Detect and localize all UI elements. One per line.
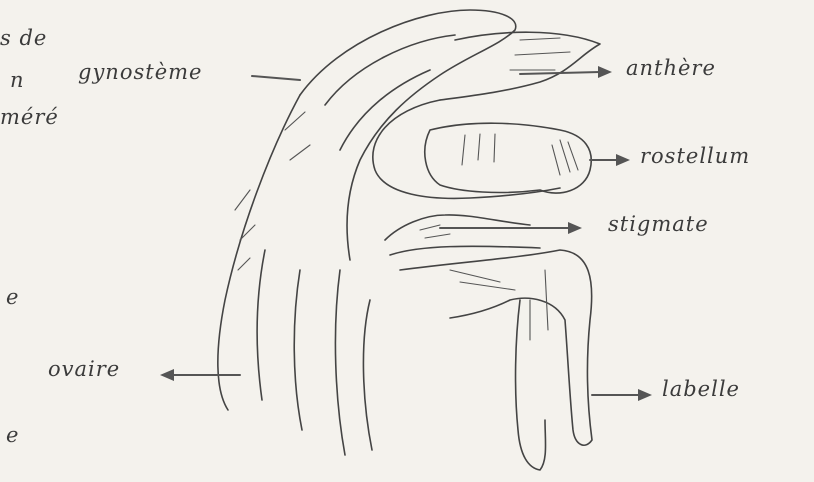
labellum-shape xyxy=(400,250,592,445)
label-gynostem: gynostème xyxy=(78,60,202,84)
rostellum-arrowhead xyxy=(616,154,630,166)
ovary-hatching xyxy=(235,112,310,270)
label-anther: anthère xyxy=(626,56,716,80)
stigma-arrowhead xyxy=(568,222,582,234)
gynostem-leader xyxy=(252,76,300,80)
fragment-line-3: méré xyxy=(0,105,59,129)
label-rostellum: rostellum xyxy=(640,144,750,168)
rostellum-shape xyxy=(425,123,591,193)
fragment-line-5: e xyxy=(6,423,19,447)
labellum-arrowhead xyxy=(638,389,652,401)
fragment-line-1: s de xyxy=(0,26,47,50)
fragment-line-2: n xyxy=(10,68,25,92)
ovary-right-outline xyxy=(363,300,372,450)
label-stigma: stigmate xyxy=(608,212,709,236)
fragment-line-4: e xyxy=(6,285,19,309)
stigma-shape xyxy=(385,215,540,255)
ovary-arrowhead xyxy=(160,369,174,381)
label-ovary: ovaire xyxy=(48,357,120,381)
hood-curve xyxy=(373,100,560,198)
anther-arrowhead xyxy=(598,66,612,78)
column-outline xyxy=(300,10,516,260)
rostellum-hatching xyxy=(462,134,578,175)
label-labellum: labelle xyxy=(662,377,740,401)
anther-shape xyxy=(440,32,600,100)
stigma-hatching xyxy=(420,225,450,238)
anther-hatching xyxy=(510,38,570,70)
anther-leader xyxy=(520,72,600,74)
ovary-inner-lines xyxy=(257,250,345,455)
